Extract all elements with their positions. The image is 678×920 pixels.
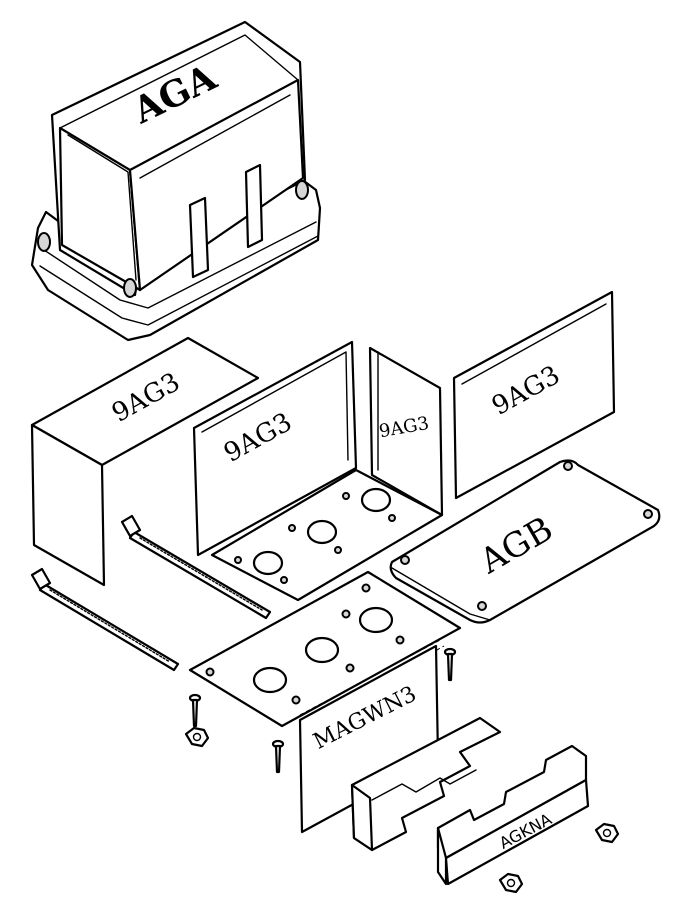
base-plate-agb: AGB (389, 459, 661, 624)
floor-plate-holes (234, 487, 396, 584)
screw-right (443, 647, 457, 682)
nut-left (184, 726, 210, 748)
screw-bottom (271, 739, 285, 774)
bracket-magwn3: MAGWN3 (188, 570, 462, 834)
sleeve-9ag3: 9AG3 (30, 336, 260, 587)
clamp-lower-agkna: AGKNA (436, 744, 590, 886)
nut-bottom (498, 872, 524, 894)
threaded-rod-lower (30, 567, 180, 672)
screw-left (188, 693, 202, 728)
nut-right (594, 822, 620, 844)
threaded-rod-upper (120, 514, 272, 620)
clamp-upper (350, 716, 502, 852)
inner-frame: 9AG3 9AG3 9AG3 (192, 290, 616, 602)
enclosure-cover-aga: AGA (30, 20, 322, 342)
